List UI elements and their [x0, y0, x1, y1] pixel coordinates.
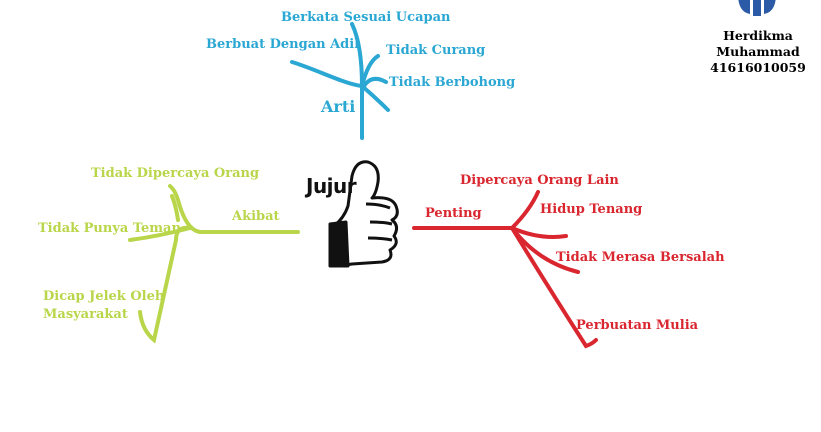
penting-item: Tidak Merasa Bersalah — [556, 250, 725, 265]
arti-branch-berbohong — [360, 84, 390, 112]
penting-branch-tenang — [510, 226, 568, 239]
author-name-line1: Herdikma — [723, 28, 793, 43]
thumbs-up-icon — [328, 160, 399, 268]
arti-branches — [290, 22, 390, 140]
author-name-line2: Muhammad — [716, 44, 800, 59]
akibat-trunk-line — [168, 184, 300, 234]
penting-branch-dipercaya — [510, 190, 540, 230]
arti-branch-left — [290, 60, 364, 88]
penting-item: Perbuatan Mulia — [576, 318, 699, 333]
penting-branches — [412, 190, 598, 349]
penting-item: Dipercaya Orang Lain — [460, 173, 619, 188]
arti-branch-small — [362, 76, 388, 88]
akibat-branch-dicap — [138, 225, 192, 344]
arti-branch-curang — [360, 54, 380, 88]
penting-item: Hidup Tenang — [540, 202, 643, 217]
penting-label: Penting — [425, 206, 482, 221]
arti-item: Tidak Berbohong — [389, 75, 516, 90]
akibat-item: Masyarakat — [43, 307, 128, 322]
arti-item: Berkata Sesuai Ucapan — [281, 10, 451, 25]
akibat-branches — [128, 184, 300, 344]
akibat-branch-top — [170, 194, 180, 222]
arti-item: Berbuat Dengan Adil — [206, 37, 360, 52]
logo-icon — [738, 0, 776, 16]
author-block: Herdikma Muhammad 41616010059 — [706, 28, 810, 76]
arti-item: Tidak Curang — [386, 43, 486, 58]
arti-label: Arti — [321, 97, 356, 116]
akibat-item: Tidak Dipercaya Orang — [91, 166, 260, 181]
center-topic: Jujur — [306, 174, 357, 198]
akibat-label: Akibat — [232, 209, 280, 224]
author-id: 41616010059 — [710, 60, 806, 75]
arti-branch-top — [350, 22, 364, 88]
akibat-item: Dicap Jelek Oleh — [43, 289, 165, 304]
akibat-item: Tidak Punya Teman — [38, 221, 181, 236]
penting-branch-mulia — [510, 226, 598, 349]
